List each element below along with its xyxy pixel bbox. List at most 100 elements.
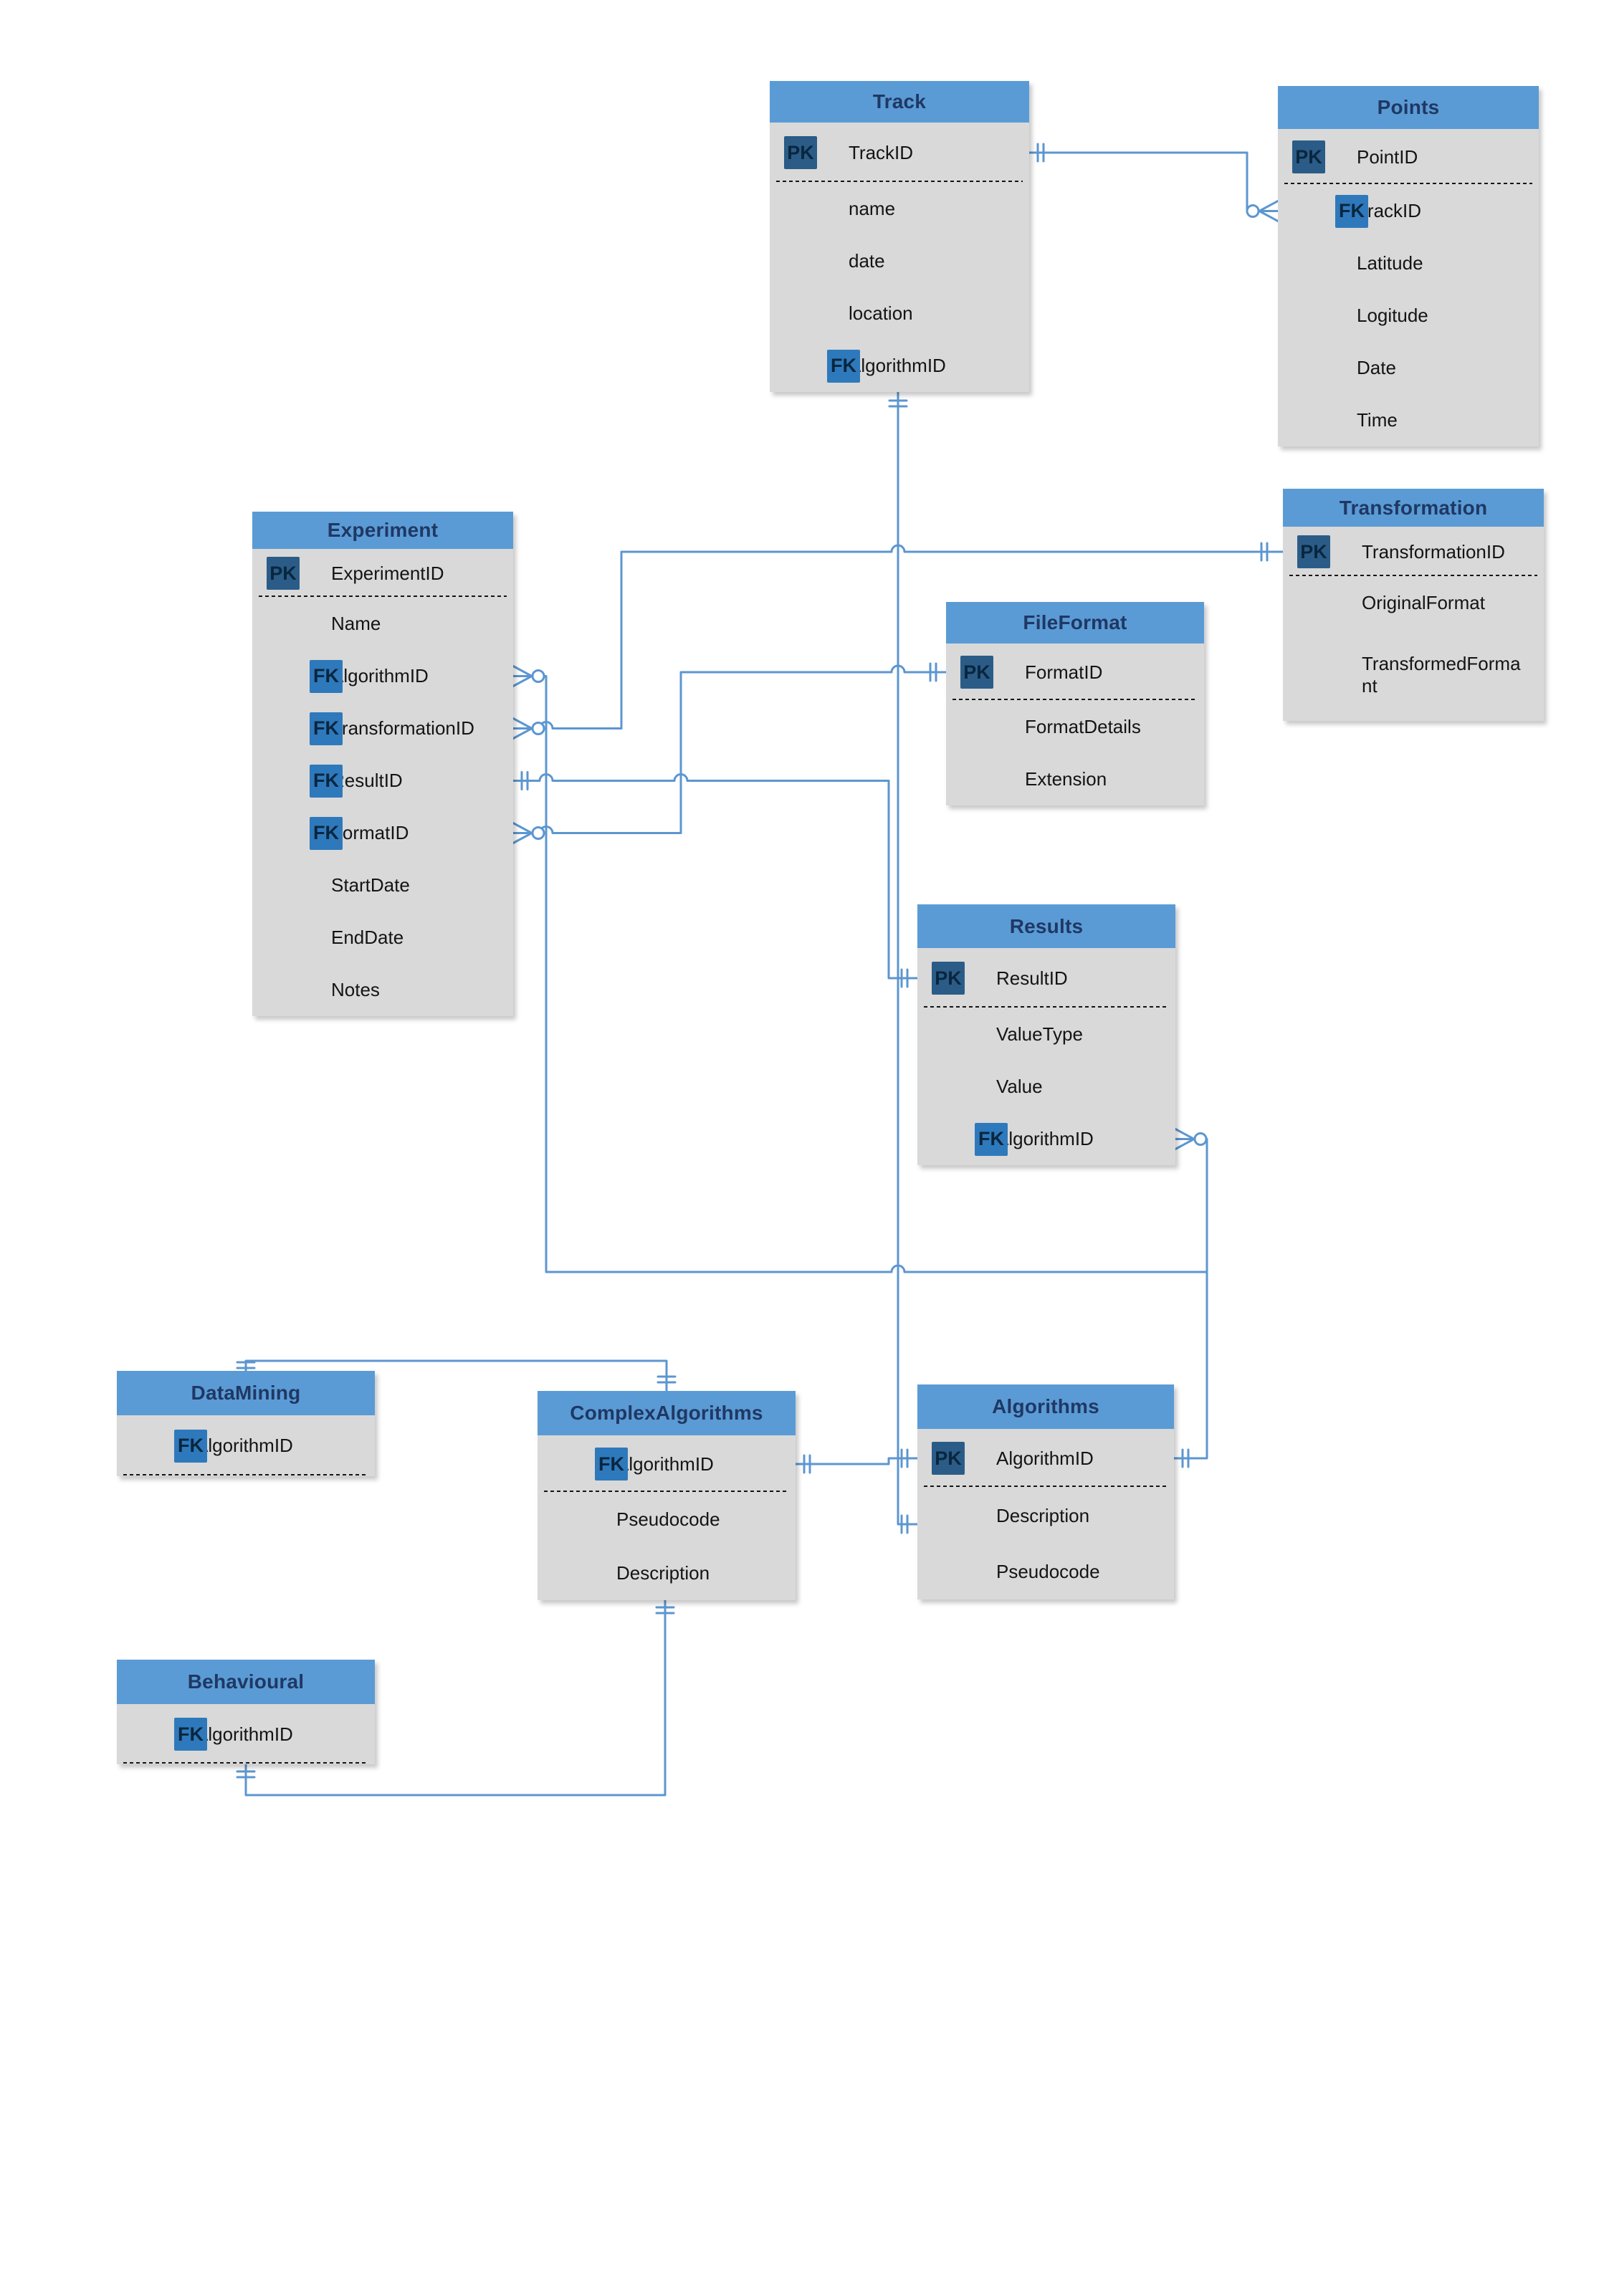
relationship-experiment-algorithms[interactable] — [512, 665, 1208, 1468]
field-row-track-date[interactable]: date — [770, 235, 1029, 287]
relationship-results-algorithms[interactable] — [1174, 1128, 1208, 1273]
field-row-transformation-originalformat[interactable]: OriginalFormat — [1283, 577, 1544, 629]
field-label: AlgorithmID — [196, 1723, 293, 1745]
relationship-line — [794, 1457, 919, 1465]
relationship-line — [512, 675, 1208, 1460]
field-label: Pseudocode — [616, 1508, 720, 1531]
field-label: StartDate — [331, 874, 410, 896]
relationship-complexalgorithms-algorithms[interactable] — [794, 1448, 919, 1474]
pk-badge: PK — [932, 1442, 965, 1475]
field-label: ValueType — [996, 1023, 1083, 1046]
relationship-experiment-transformation[interactable] — [512, 542, 1284, 740]
field-row-experiment-notes[interactable]: Notes — [252, 964, 513, 1016]
field-row-fileformat-extension[interactable]: Extension — [946, 753, 1204, 805]
relationship-experiment-fileformat[interactable] — [512, 662, 947, 844]
field-label: name — [849, 198, 896, 220]
field-row-results-valuetype[interactable]: ValueType — [917, 1008, 1175, 1061]
fk-badge: FK — [310, 712, 343, 745]
field-label: EndDate — [331, 927, 404, 949]
relationship-behavioural-complexalgorithms[interactable] — [236, 1599, 675, 1797]
zero-circle — [531, 669, 545, 683]
field-label: Value — [996, 1076, 1043, 1098]
relationship-experiment-results[interactable] — [512, 771, 919, 988]
entity-title-complexalgorithms: ComplexAlgorithms — [538, 1391, 796, 1435]
field-label: OriginalFormat — [1362, 592, 1485, 614]
field-row-fileformat-formatdetails[interactable]: FormatDetails — [946, 701, 1204, 753]
relationship-track-points[interactable] — [1028, 143, 1279, 222]
field-label: ExperimentID — [331, 562, 444, 584]
field-row-algorithms-description[interactable]: Description — [917, 1488, 1174, 1544]
entity-title-results: Results — [917, 904, 1175, 948]
field-row-experiment-startdate[interactable]: StartDate — [252, 859, 513, 912]
cardinality-one-marker — [888, 399, 908, 408]
field-row-complexalgorithms-description[interactable]: Description — [538, 1546, 796, 1600]
entity-title-points: Points — [1278, 86, 1539, 129]
field-row-experiment-enddate[interactable]: EndDate — [252, 912, 513, 964]
field-row-complexalgorithms-pseudocode[interactable]: Pseudocode — [538, 1493, 796, 1546]
cardinality-one-marker — [655, 1606, 675, 1615]
cardinality-one-marker — [900, 1448, 909, 1468]
cardinality-one-marker — [803, 1454, 811, 1474]
field-label: Extension — [1025, 768, 1107, 790]
field-label: Description — [616, 1562, 710, 1584]
fk-badge: FK — [310, 659, 343, 693]
field-row-points-latitude[interactable]: Latitude — [1278, 237, 1539, 290]
entity-title-fileformat: FileFormat — [946, 602, 1204, 644]
field-row-points-time[interactable]: Time — [1278, 394, 1539, 446]
field-label: Description — [996, 1504, 1090, 1526]
field-row-algorithms-pseudocode[interactable]: Pseudocode — [917, 1544, 1174, 1599]
field-label: AlgorithmID — [331, 665, 429, 687]
relationship-track-algorithms[interactable] — [888, 391, 919, 1534]
field-label: TrackID — [1357, 200, 1422, 222]
fk-badge: FK — [310, 816, 343, 850]
field-row-track-location[interactable]: location — [770, 287, 1029, 340]
field-row-transformation-transformedformant[interactable]: TransformedFormant — [1283, 629, 1544, 721]
field-label: AlgorithmID — [616, 1453, 714, 1475]
field-row-experiment-name[interactable]: Name — [252, 598, 513, 650]
field-label: PointID — [1357, 145, 1418, 168]
field-row-results-value[interactable]: Value — [917, 1061, 1175, 1113]
field-row-track-name[interactable]: name — [770, 183, 1029, 235]
relationship-datamining-complexalgorithms[interactable] — [236, 1359, 677, 1392]
entity-title-behavioural: Behavioural — [117, 1660, 375, 1704]
field-row-track-trackid[interactable]: PK TrackID — [770, 123, 1029, 183]
entity-title-algorithms: Algorithms — [917, 1384, 1174, 1429]
pk-badge: PK — [784, 136, 817, 169]
field-row-points-date[interactable]: Date — [1278, 342, 1539, 394]
pk-badge: PK — [1297, 535, 1330, 568]
field-label: TrackID — [849, 141, 914, 163]
fk-badge: FK — [975, 1122, 1008, 1156]
cardinality-zero-or-many-marker — [1258, 200, 1279, 222]
cardinality-one-marker — [236, 1361, 256, 1369]
field-row-points-logitude[interactable]: Logitude — [1278, 290, 1539, 342]
field-label: AlgorithmID — [196, 1435, 293, 1457]
relationship-line — [897, 391, 919, 1526]
field-label: date — [849, 250, 885, 272]
